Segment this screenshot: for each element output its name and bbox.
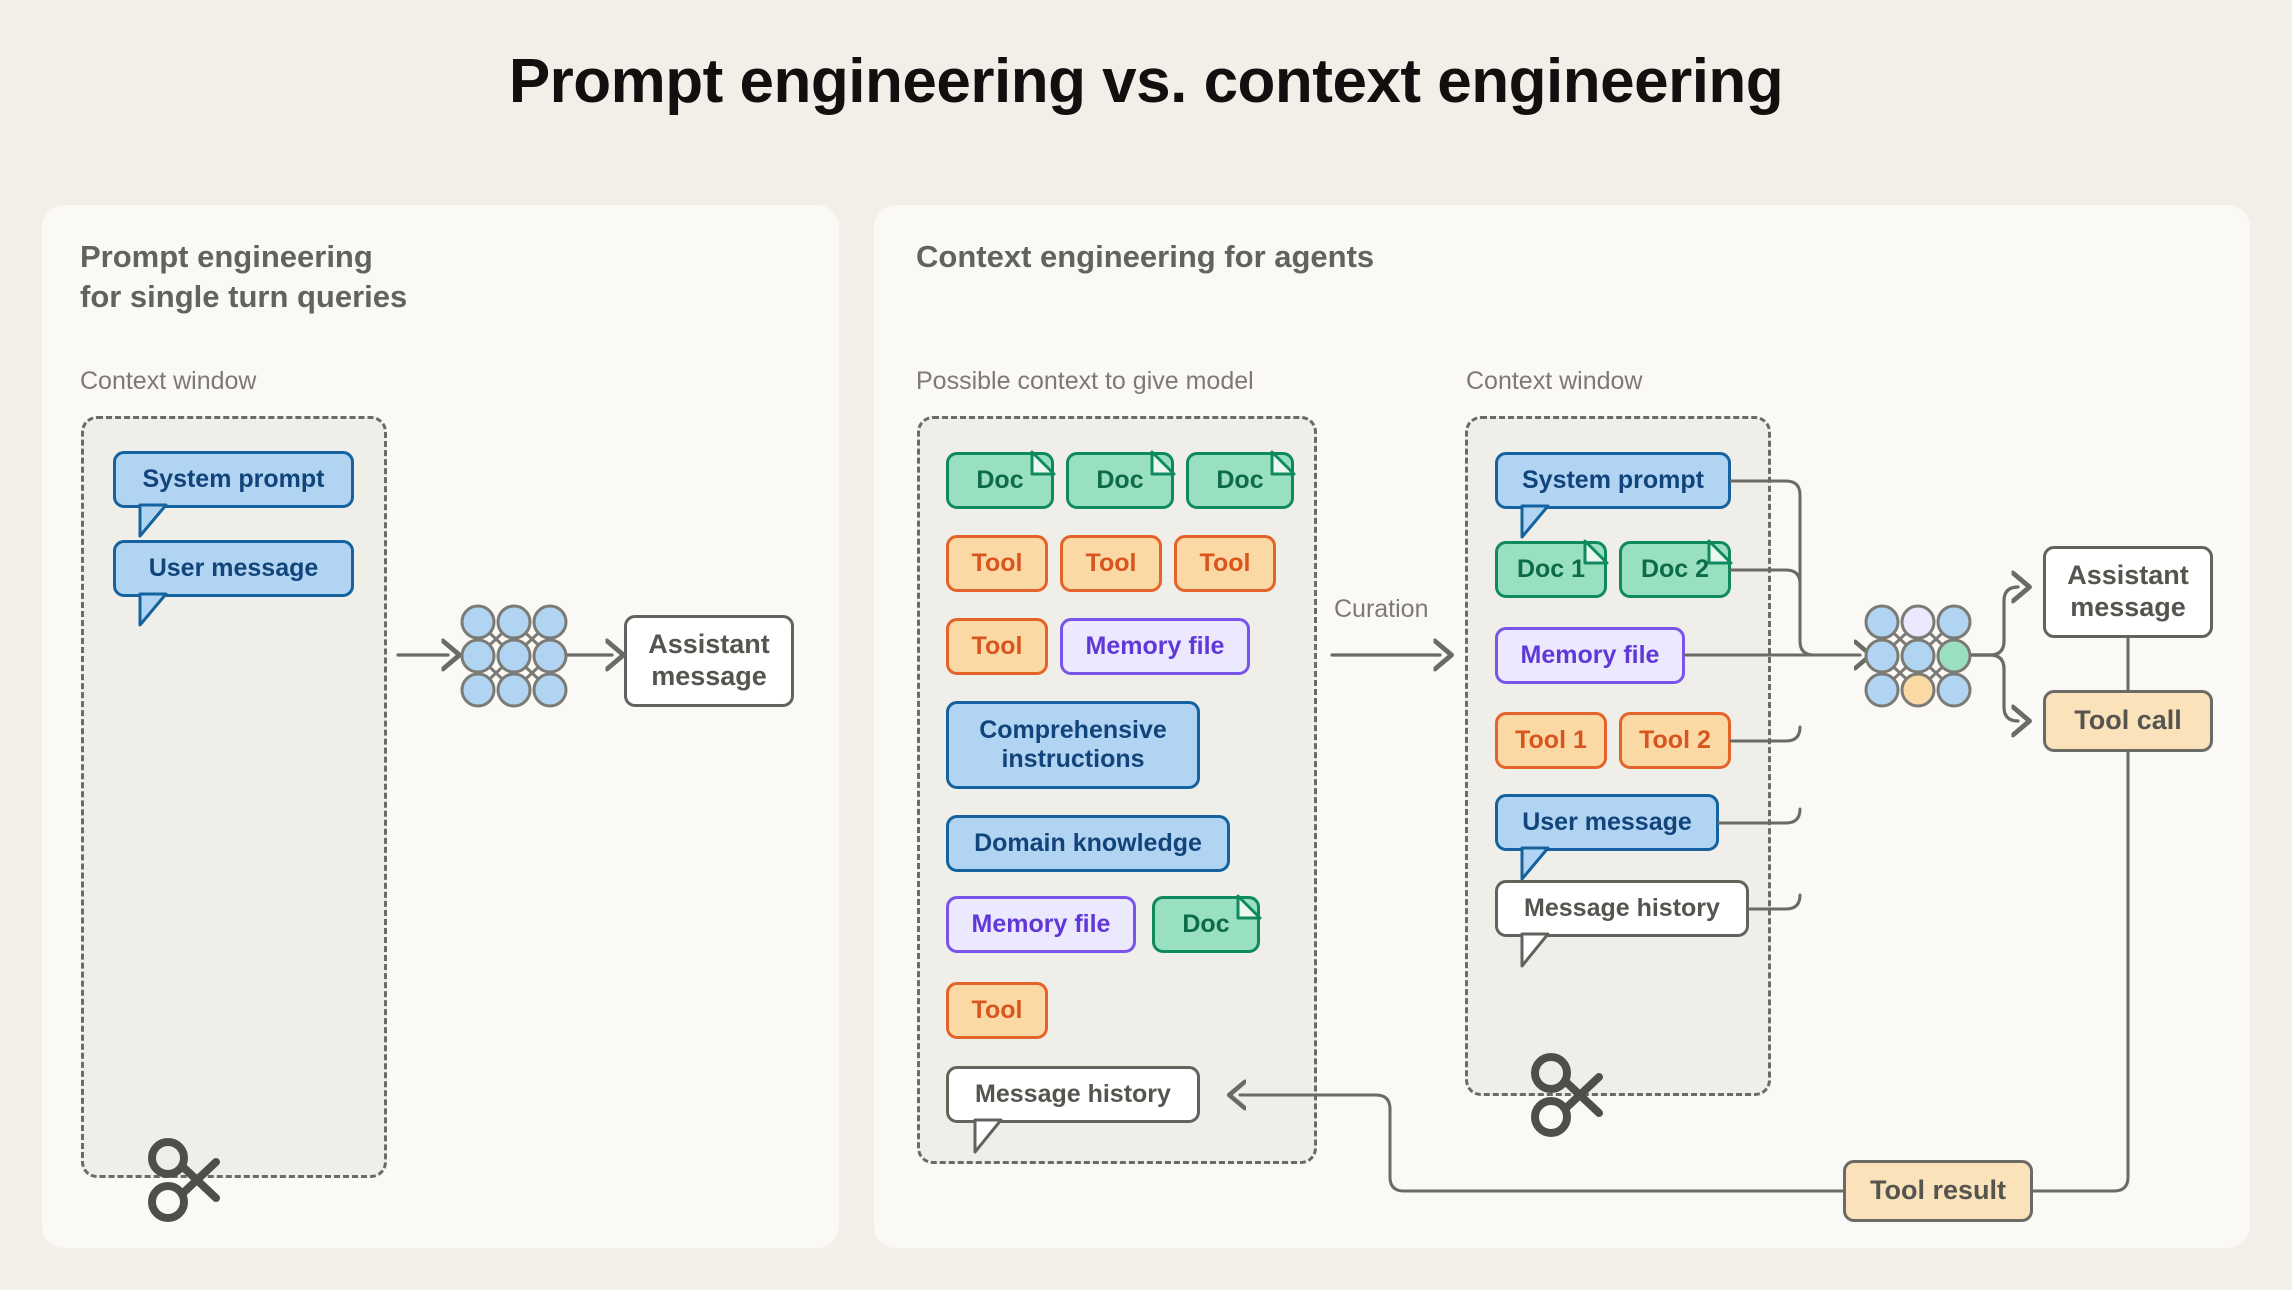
- chip-label: Message history: [1524, 893, 1720, 922]
- assistant-message-box-left[interactable]: Assistant message: [624, 615, 794, 707]
- possible-context-box: [917, 416, 1317, 1164]
- right-panel-heading: Context engineering for agents: [916, 239, 1375, 274]
- chip-label: Doc: [1182, 909, 1230, 938]
- chip-cw-message-history[interactable]: Message history: [1495, 880, 1749, 937]
- page-title: Prompt engineering vs. context engineeri…: [508, 47, 1784, 116]
- chip-cw-doc-2[interactable]: Doc 2: [1619, 541, 1731, 598]
- chip-doc-3[interactable]: Doc: [1186, 452, 1294, 509]
- tool-result-label: Tool result: [1869, 1175, 2006, 1206]
- assistant-message-label: Assistant message: [2067, 560, 2189, 622]
- chip-label: Tool: [971, 995, 1023, 1024]
- chip-doc-1[interactable]: Doc: [946, 452, 1054, 509]
- tool-result-box[interactable]: Tool result: [1843, 1160, 2033, 1222]
- chip-label: Doc: [1216, 465, 1264, 494]
- chip-cw-tool-2[interactable]: Tool 2: [1619, 712, 1731, 769]
- chip-label: System prompt: [142, 464, 325, 493]
- chip-label: Comprehensive instructions: [979, 715, 1167, 774]
- left-panel-heading: Prompt engineering for single turn queri…: [80, 239, 408, 314]
- chip-memory-file-1[interactable]: Memory file: [1060, 618, 1250, 675]
- chip-label: Doc 2: [1640, 554, 1710, 583]
- chip-tool-2[interactable]: Tool: [1060, 535, 1162, 592]
- chip-label: Tool 1: [1515, 725, 1587, 754]
- chip-comprehensive-instructions[interactable]: Comprehensive instructions: [946, 701, 1200, 789]
- chip-tool-3[interactable]: Tool: [1174, 535, 1276, 592]
- chip-label: Domain knowledge: [974, 828, 1202, 857]
- chip-doc-4[interactable]: Doc: [1152, 896, 1260, 953]
- tool-call-box[interactable]: Tool call: [2043, 690, 2213, 752]
- chip-doc-2[interactable]: Doc: [1066, 452, 1174, 509]
- chip-tool-1[interactable]: Tool: [946, 535, 1048, 592]
- assistant-message-label: Assistant message: [648, 629, 770, 691]
- chip-cw-user-message[interactable]: User message: [1495, 794, 1719, 851]
- chip-label: Memory file: [1085, 631, 1225, 660]
- chip-cw-system-prompt[interactable]: System prompt: [1495, 452, 1731, 509]
- chip-cw-doc-1[interactable]: Doc 1: [1495, 541, 1607, 598]
- chip-system-prompt[interactable]: System prompt: [113, 451, 354, 508]
- chip-tool-4[interactable]: Tool: [946, 618, 1048, 675]
- tool-call-label: Tool call: [2074, 705, 2182, 736]
- right-context-window-label: Context window: [1466, 367, 1643, 395]
- chip-label: Tool: [1085, 548, 1137, 577]
- chip-cw-memory-file[interactable]: Memory file: [1495, 627, 1685, 684]
- chip-domain-knowledge[interactable]: Domain knowledge: [946, 815, 1230, 872]
- chip-label: Tool: [971, 548, 1023, 577]
- chip-label: Message history: [975, 1079, 1171, 1108]
- assistant-message-box-right[interactable]: Assistant message: [2043, 546, 2213, 638]
- chip-label: Memory file: [1520, 640, 1660, 669]
- chip-label: Doc: [976, 465, 1024, 494]
- left-context-window-box: [81, 416, 387, 1178]
- chip-label: Doc: [1096, 465, 1144, 494]
- chip-label: System prompt: [1522, 465, 1704, 494]
- possible-context-label: Possible context to give model: [916, 367, 1254, 395]
- chip-label: Tool: [971, 631, 1023, 660]
- chip-label: User message: [1522, 807, 1692, 836]
- curation-label: Curation: [1334, 595, 1429, 623]
- chip-user-message[interactable]: User message: [113, 540, 354, 597]
- chip-cw-tool-1[interactable]: Tool 1: [1495, 712, 1607, 769]
- chip-tool-5[interactable]: Tool: [946, 982, 1048, 1039]
- chip-label: Tool: [1199, 548, 1251, 577]
- chip-memory-file-2[interactable]: Memory file: [946, 896, 1136, 953]
- chip-label: Memory file: [971, 909, 1111, 938]
- chip-label: Doc 1: [1516, 554, 1586, 583]
- chip-message-history-possible[interactable]: Message history: [946, 1066, 1200, 1123]
- chip-label: Tool 2: [1639, 725, 1711, 754]
- chip-label: User message: [148, 553, 319, 582]
- left-context-window-label: Context window: [80, 367, 257, 395]
